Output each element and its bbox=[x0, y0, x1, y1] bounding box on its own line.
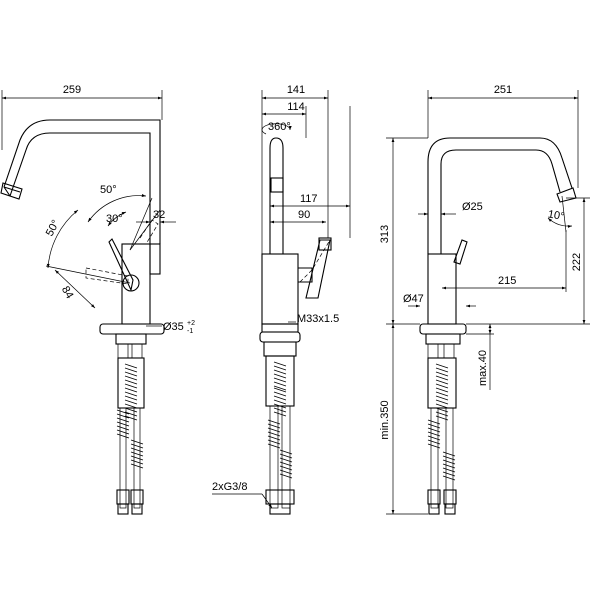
middle-dim-114: 114 bbox=[287, 101, 305, 113]
right-hoses bbox=[427, 343, 457, 515]
left-view: 259 50° 30° 32 50° 84 Ø35 +2 -1 bbox=[0, 84, 195, 515]
right-body bbox=[427, 253, 457, 325]
middle-connector-g38: 2xG3/8 bbox=[212, 481, 247, 493]
left-base-plate bbox=[99, 323, 165, 335]
right-dim-251: 251 bbox=[494, 84, 512, 96]
middle-handle bbox=[305, 239, 331, 299]
left-diam-35-tol-minus: -1 bbox=[187, 328, 193, 335]
left-handle bbox=[108, 238, 134, 292]
middle-rotation-360: 360° bbox=[268, 121, 291, 133]
middle-spout bbox=[269, 137, 284, 254]
right-handle bbox=[453, 239, 468, 265]
left-diam-35: Ø35 bbox=[163, 321, 184, 333]
left-dim-32: 32 bbox=[153, 209, 165, 221]
middle-dim-90: 90 bbox=[298, 209, 310, 221]
right-spout bbox=[427, 137, 573, 254]
right-base-plate bbox=[419, 323, 467, 335]
right-diam-47: Ø47 bbox=[403, 293, 424, 305]
right-height-222: 222 bbox=[571, 253, 583, 271]
left-hoses bbox=[116, 343, 145, 515]
middle-dim-141: 141 bbox=[287, 84, 305, 96]
left-angle-50-top: 50° bbox=[100, 184, 117, 196]
middle-hoses bbox=[265, 355, 295, 515]
right-view: 251 Ø25 10° 313 222 215 Ø47 max.40 bbox=[379, 84, 590, 515]
left-dim-259: 259 bbox=[63, 84, 81, 96]
left-diam-35-tol-plus: +2 bbox=[187, 320, 195, 327]
middle-view: 141 114 360° 117 90 M33x1.5 2xG3/8 bbox=[212, 84, 351, 515]
right-max-40: max.40 bbox=[477, 350, 489, 386]
right-min-350: min.350 bbox=[379, 400, 391, 439]
right-diam-25: Ø25 bbox=[462, 201, 483, 213]
middle-thread-m33: M33x1.5 bbox=[297, 313, 339, 325]
right-angle-10: 10° bbox=[547, 208, 565, 223]
left-spout-tip bbox=[0, 182, 23, 200]
left-angle-30: 30° bbox=[106, 213, 123, 225]
middle-base-plate bbox=[261, 323, 299, 333]
right-height-313: 313 bbox=[379, 225, 391, 243]
right-dim-215: 215 bbox=[498, 275, 516, 287]
left-angle-50-left: 50° bbox=[44, 218, 62, 238]
left-dim-84: 84 bbox=[59, 284, 76, 301]
middle-body bbox=[261, 253, 299, 325]
middle-dim-117: 117 bbox=[300, 193, 318, 205]
left-spout bbox=[3, 119, 161, 244]
